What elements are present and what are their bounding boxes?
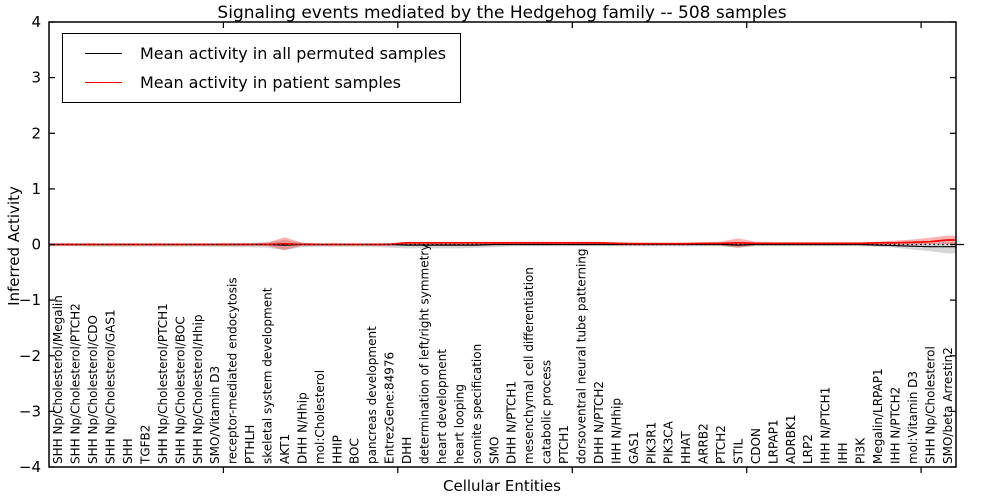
- patient-line-swatch: [85, 82, 122, 83]
- x-tick-label: receptor-mediated endocytosis: [226, 277, 240, 464]
- x-tick-label: mesenchymal cell differentiation: [522, 267, 536, 464]
- x-tick-label: IHH: [836, 442, 850, 464]
- x-tick-label: SMO: [487, 437, 501, 464]
- x-tick-label: heart development: [435, 349, 449, 464]
- legend: Mean activity in all permuted samples Me…: [62, 33, 462, 103]
- x-tick-label: mol:Vitamin D3: [906, 371, 920, 464]
- x-tick-label: SHH: [121, 438, 135, 464]
- x-tick-label: catabolic process: [540, 360, 554, 464]
- x-tick-label: STIL: [732, 439, 746, 464]
- x-tick-label: PIK3CA: [662, 420, 676, 464]
- x-tick-label: PI3K: [854, 437, 868, 464]
- x-tick-label: PIK3R1: [644, 422, 658, 464]
- x-tick-label: AKT1: [278, 434, 292, 464]
- x-tick-label: LRP2: [801, 434, 815, 464]
- x-tick-label: dorsoventral neural tube patterning: [575, 248, 589, 464]
- x-tick-label: SHH Np/Cholesterol/PTCH2: [69, 303, 83, 464]
- y-tick-label: 1: [31, 180, 41, 198]
- x-tick-label: SMO/beta Arrestin2: [941, 347, 955, 464]
- x-tick-label: skeletal system development: [261, 287, 275, 464]
- x-tick-label: DHH N/PTCH2: [592, 381, 606, 464]
- x-tick-label: Megalin/LRPAP1: [871, 368, 885, 464]
- y-tick-label: 4: [31, 13, 41, 31]
- x-tick-label: EntrezGene:84976: [383, 352, 397, 464]
- x-tick-label: GAS1: [627, 431, 641, 464]
- x-tick-label: BOC: [348, 438, 362, 464]
- x-tick-label: heart looping: [452, 384, 466, 464]
- x-tick-label: PTCH2: [714, 425, 728, 464]
- x-tick-label: HHAT: [679, 431, 693, 464]
- chart-title: Signaling events mediated by the Hedgeho…: [217, 3, 787, 23]
- x-tick-label: LRPAP1: [766, 419, 780, 464]
- x-axis-title: Cellular Entities: [443, 477, 561, 495]
- x-tick-label: ADRBK1: [784, 414, 798, 464]
- y-tick-label: 2: [31, 124, 41, 142]
- x-tick-label: DHH N/PTCH1: [505, 381, 519, 464]
- x-tick-label: DHH: [400, 437, 414, 464]
- legend-entry-permuted: Mean activity in all permuted samples: [75, 39, 446, 68]
- x-tick-label: PTCH1: [557, 425, 571, 464]
- x-tick-label: SHH Np/Cholesterol/GAS1: [104, 309, 118, 464]
- x-tick-label: determination of left/right symmetry: [418, 244, 432, 464]
- x-tick-label: pancreas development: [365, 326, 379, 464]
- y-tick-label: 3: [31, 69, 41, 87]
- x-tick-label: SMO/Vitamin D3: [208, 366, 222, 464]
- x-tick-label: TGFB2: [138, 425, 152, 465]
- y-tick-label: −4: [19, 458, 41, 476]
- y-tick-label: 0: [31, 236, 41, 254]
- y-tick-label: −1: [19, 291, 41, 309]
- x-tick-label: ARRB2: [697, 423, 711, 464]
- x-tick-label: HHIP: [330, 435, 344, 464]
- x-tick-label: SHH Np/Cholesterol: [923, 346, 937, 464]
- legend-label-patient: Mean activity in patient samples: [140, 73, 401, 92]
- x-tick-label: SHH Np/Cholesterol/Hhip: [191, 315, 205, 464]
- x-tick-label: IHH N/PTCH2: [889, 387, 903, 464]
- y-tick-label: −2: [19, 347, 41, 365]
- x-tick-label: SHH Np/Cholesterol/Megalin: [51, 295, 65, 464]
- legend-label-permuted: Mean activity in all permuted samples: [140, 44, 447, 63]
- x-tick-label: CDON: [749, 428, 763, 464]
- legend-entry-patient: Mean activity in patient samples: [75, 68, 446, 97]
- x-tick-label: somite specification: [470, 344, 484, 464]
- y-axis-title: Inferred Activity: [5, 186, 23, 306]
- y-tick-label: −3: [19, 402, 41, 420]
- x-tick-label: SHH Np/Cholesterol/BOC: [173, 316, 187, 464]
- x-tick-label: SHH Np/Cholesterol/CDO: [86, 315, 100, 464]
- x-tick-label: mol:Cholesterol: [313, 370, 327, 464]
- x-tick-label: IHH N/Hhip: [609, 398, 623, 464]
- x-tick-label: IHH N/PTCH1: [819, 387, 833, 464]
- permuted-line-swatch: [85, 53, 122, 54]
- x-tick-label: SHH Np/Cholesterol/PTCH1: [156, 303, 170, 464]
- x-tick-label: PTHLH: [243, 425, 257, 464]
- x-tick-label: DHH N/Hhip: [295, 392, 309, 464]
